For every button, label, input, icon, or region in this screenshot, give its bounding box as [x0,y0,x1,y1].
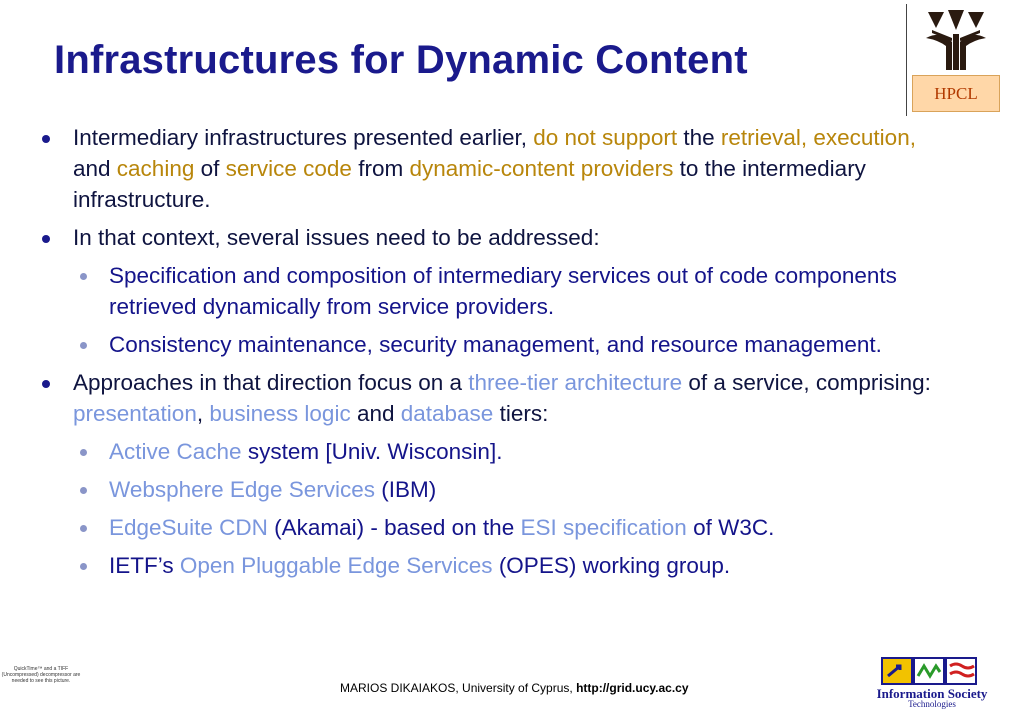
ist-logo-subtext: Technologies [908,699,956,709]
sub-bullet-item: Active Cache system [Univ. Wisconsin]. [40,436,940,467]
text-segment: Open Pluggable Edge Services [179,553,493,578]
text-segment: system [Univ. Wisconsin]. [241,439,503,464]
text-segment: database [400,401,494,426]
text-segment: (OPES) working group. [492,553,731,578]
text-segment: service code [225,156,352,181]
text-segment: Websphere Edge Services [109,477,375,502]
trees-icon [926,10,986,70]
footer-author: MARIOS DIKAIAKOS, University of Cyprus, [340,681,577,695]
sub-bullet-item: EdgeSuite CDN (Akamai) - based on the ES… [40,512,940,543]
text-segment: EdgeSuite CDN [109,515,268,540]
text-segment: (Akamai) - based on the [267,515,521,540]
footer: MARIOS DIKAIAKOS, University of Cyprus, … [340,681,689,695]
hpcl-logo: HPCL [912,4,1000,112]
text-segment: Active Cache [109,439,242,464]
text-segment: three-tier architecture [468,370,683,395]
bullet-item: Approaches in that direction focus on a … [40,367,940,429]
text-segment: from [351,156,410,181]
text-segment: of [194,156,226,181]
text-segment: of W3C. [686,515,775,540]
text-segment: Specification and composition of interme… [109,263,897,319]
text-segment: and [73,156,117,181]
sub-bullet-item: IETF’s Open Pluggable Edge Services (OPE… [40,550,940,581]
sub-bullet-item: Consistency maintenance, security manage… [40,329,940,360]
text-segment: of a service, comprising: [682,370,931,395]
text-segment: , [196,401,210,426]
text-segment: the [677,125,721,150]
sub-bullet-item: Specification and composition of interme… [40,260,940,322]
text-segment: retrieval, execution, [720,125,916,150]
text-segment: IETF’s [109,553,180,578]
quicktime-placeholder-note: QuickTime™ and a TIFF (Uncompressed) dec… [1,666,81,684]
hpcl-badge: HPCL [912,75,1000,112]
bullet-item: Intermediary infrastructures presented e… [40,122,940,215]
text-segment: Consistency maintenance, security manage… [109,332,882,357]
slide-title: Infrastructures for Dynamic Content [54,38,748,82]
ist-logo-text: Information Society [876,686,988,701]
bullet-item: In that context, several issues need to … [40,222,940,253]
bullet-list: Intermediary infrastructures presented e… [40,122,940,588]
text-segment: presentation [73,401,197,426]
footer-url[interactable]: http://grid.ucy.ac.cy [576,681,689,695]
text-segment: In that context, several issues need to … [73,225,600,250]
text-segment: ESI specification [520,515,687,540]
ist-icons [881,657,977,685]
text-segment: do not support [533,125,678,150]
text-segment: tiers: [493,401,549,426]
text-segment: and [350,401,401,426]
logo-divider [906,4,907,116]
text-segment: to the intermediary infrastructure. [73,156,866,212]
sub-bullet-item: Websphere Edge Services (IBM) [40,474,940,505]
text-segment: (IBM) [374,477,437,502]
ist-logo: Information Society Technologies [862,654,1002,709]
text-segment: Intermediary infrastructures presented e… [73,125,534,150]
text-segment: business logic [209,401,351,426]
text-segment: Approaches in that direction focus on a [73,370,469,395]
text-segment: caching [116,156,195,181]
text-segment: dynamic-content providers [409,156,674,181]
